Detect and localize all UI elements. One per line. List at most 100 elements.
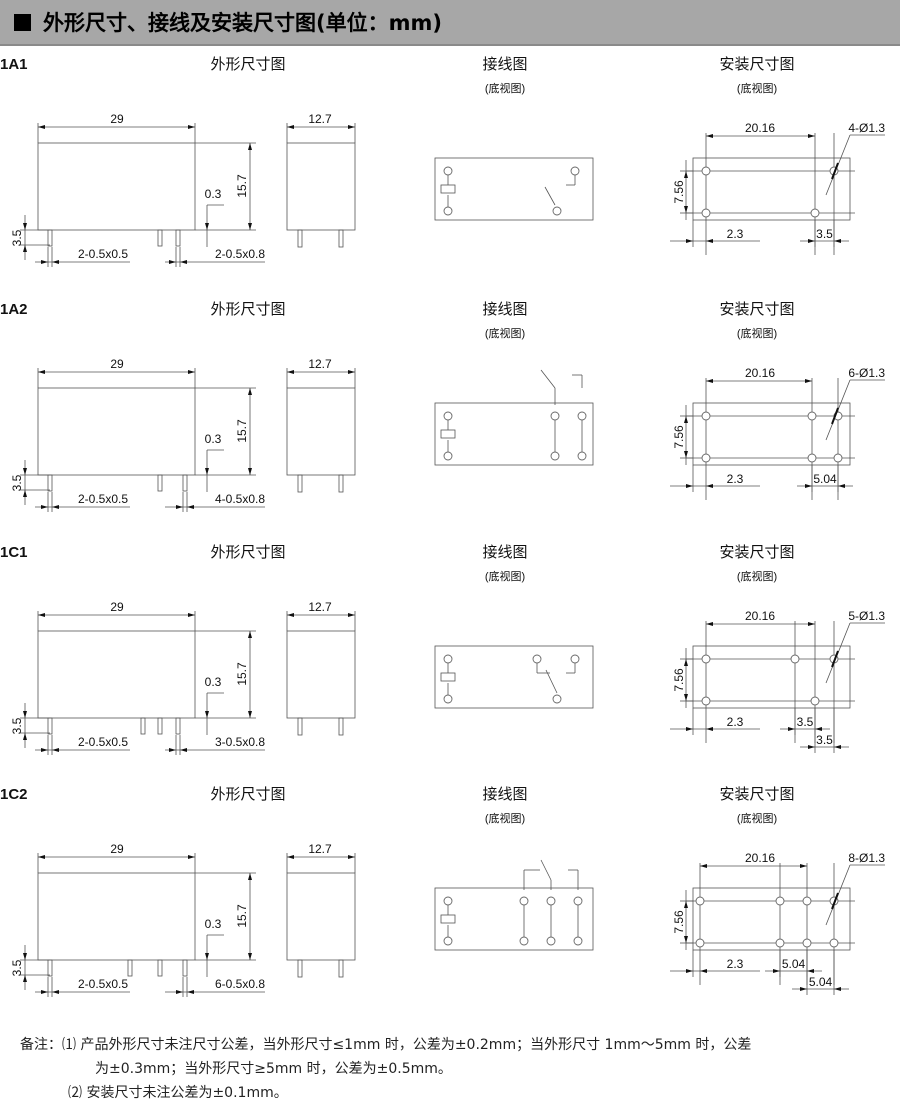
note-1-line-1: 产品外形尺寸未注尺寸公差，当外形尺寸≤1mm 时，公差为±0.2mm；当外形尺寸…	[80, 1037, 752, 1053]
pitch-y-dim: 7.56	[672, 180, 686, 204]
width-dim: 12.7	[308, 112, 332, 126]
hole-spec-label: 4-Ø1.3	[848, 121, 885, 135]
model-label: 1A2	[0, 301, 28, 318]
pin-length-dim: 3.5	[10, 474, 24, 491]
height-dim: 15.7	[235, 904, 249, 928]
pin-spec-label: 2-0.5x0.8	[215, 247, 265, 261]
height-dim: 15.7	[235, 419, 249, 443]
gap-dim: 0.3	[205, 917, 222, 931]
side-view-drawing: 29 15.7 0.3 3.5 2-0.5x0.5 6-0.5x0.8	[10, 842, 265, 997]
mount-spacing-dim: 3.5	[816, 733, 833, 747]
height-dim: 15.7	[235, 174, 249, 198]
bottom-view-label: (底视图)	[737, 326, 777, 340]
offset-dim: 2.3	[727, 227, 744, 241]
width-dim: 12.7	[308, 842, 332, 856]
mounting-view-title: 安装尺寸图	[719, 786, 794, 803]
pin-spec-label: 2-0.5x0.5	[78, 735, 128, 749]
length-dim: 29	[110, 842, 124, 856]
height-dim: 15.7	[235, 662, 249, 686]
bottom-view-label: (底视图)	[737, 569, 777, 583]
mount-spacing-dim: 5.04	[782, 957, 806, 971]
pin-spec-label: 6-0.5x0.8	[215, 977, 265, 991]
section-title: 外形尺寸、接线及安装尺寸图(单位：mm)	[43, 11, 442, 35]
end-view-drawing: 12.7	[286, 357, 356, 493]
wiring-view-title: 接线图	[482, 544, 527, 561]
pin-spec-label: 2-0.5x0.5	[78, 247, 128, 261]
wiring-view-title: 接线图	[482, 301, 527, 318]
offset-dim: 2.3	[727, 957, 744, 971]
pitch-x-dim: 20.16	[745, 366, 775, 380]
bottom-view-label: (底视图)	[485, 811, 525, 825]
pin-length-dim: 3.5	[10, 959, 24, 976]
outline-view-title: 外形尺寸图	[210, 301, 285, 318]
length-dim: 29	[110, 600, 124, 614]
pin-length-dim: 3.5	[10, 717, 24, 734]
mounting-diagram: 20.16 8-Ø1.3 7.56 2.3 5.045.04	[670, 851, 885, 995]
bottom-view-label: (底视图)	[485, 326, 525, 340]
mounting-diagram: 20.16 6-Ø1.3 7.56 2.3 5.04	[670, 366, 885, 500]
mounting-view-title: 安装尺寸图	[719, 301, 794, 318]
mounting-diagram: 20.16 5-Ø1.3 7.56 2.3 3.53.5	[670, 609, 885, 753]
mount-spacing-dim: 5.04	[813, 472, 837, 486]
pin-length-dim: 3.5	[10, 229, 24, 246]
square-bullet-icon	[14, 13, 31, 31]
pin-spec-label: 3-0.5x0.8	[215, 735, 265, 749]
pitch-y-dim: 7.56	[672, 910, 686, 934]
bottom-view-label: (底视图)	[737, 811, 777, 825]
pitch-y-dim: 7.56	[672, 425, 686, 449]
wiring-diagram	[434, 369, 594, 466]
hole-spec-label: 8-Ø1.3	[848, 851, 885, 865]
relay-section-2: 1C1 外形尺寸图 接线图 (底视图) 安装尺寸图 (底视图) 29 15.7 0.3 3.5 2-…	[0, 543, 900, 788]
bottom-view-label: (底视图)	[485, 569, 525, 583]
wiring-diagram	[434, 859, 594, 951]
wiring-diagram	[434, 157, 594, 221]
pitch-x-dim: 20.16	[745, 851, 775, 865]
wiring-view-title: 接线图	[482, 786, 527, 803]
mounting-view-title: 安装尺寸图	[719, 56, 794, 73]
hole-spec-label: 5-Ø1.3	[848, 609, 885, 623]
length-dim: 29	[110, 112, 124, 126]
note-number: ⑵	[68, 1085, 82, 1101]
wiring-view-title: 接线图	[482, 56, 527, 73]
gap-dim: 0.3	[205, 675, 222, 689]
end-view-drawing: 12.7	[286, 112, 356, 248]
outline-view-title: 外形尺寸图	[210, 56, 285, 73]
notes: 备注：⑴ 产品外形尺寸未注尺寸公差，当外形尺寸≤1mm 时，公差为±0.2mm；…	[20, 1033, 751, 1105]
width-dim: 12.7	[308, 600, 332, 614]
gap-dim: 0.3	[205, 432, 222, 446]
mount-spacing-dim: 5.04	[809, 975, 833, 989]
mount-spacing-dim: 3.5	[797, 715, 814, 729]
mount-spacing-dim: 3.5	[816, 227, 833, 241]
length-dim: 29	[110, 357, 124, 371]
hole-spec-label: 6-Ø1.3	[848, 366, 885, 380]
mounting-diagram: 20.16 4-Ø1.3 7.56 2.3 3.5	[670, 121, 885, 255]
width-dim: 12.7	[308, 357, 332, 371]
offset-dim: 2.3	[727, 715, 744, 729]
section-title-bar: 外形尺寸、接线及安装尺寸图(单位：mm)	[0, 0, 900, 46]
model-label: 1C2	[0, 786, 28, 803]
pitch-x-dim: 20.16	[745, 121, 775, 135]
side-view-drawing: 29 15.7 0.3 3.5 2-0.5x0.5 3-0.5x0.8	[10, 600, 265, 755]
outline-view-title: 外形尺寸图	[210, 544, 285, 561]
model-label: 1A1	[0, 56, 28, 73]
note-1-line-2: 为±0.3mm；当外形尺寸≥5mm 时，公差为±0.5mm。	[95, 1061, 452, 1077]
bottom-view-label: (底视图)	[485, 81, 525, 95]
bottom-view-label: (底视图)	[737, 81, 777, 95]
pitch-x-dim: 20.16	[745, 609, 775, 623]
pitch-y-dim: 7.56	[672, 668, 686, 692]
wiring-diagram	[434, 645, 594, 709]
notes-prefix: 备注：	[20, 1037, 62, 1053]
offset-dim: 2.3	[727, 472, 744, 486]
mounting-view-title: 安装尺寸图	[719, 544, 794, 561]
pin-spec-label: 4-0.5x0.8	[215, 492, 265, 506]
note-number: ⑴	[62, 1037, 76, 1053]
pin-spec-label: 2-0.5x0.5	[78, 977, 128, 991]
model-label: 1C1	[0, 544, 28, 561]
